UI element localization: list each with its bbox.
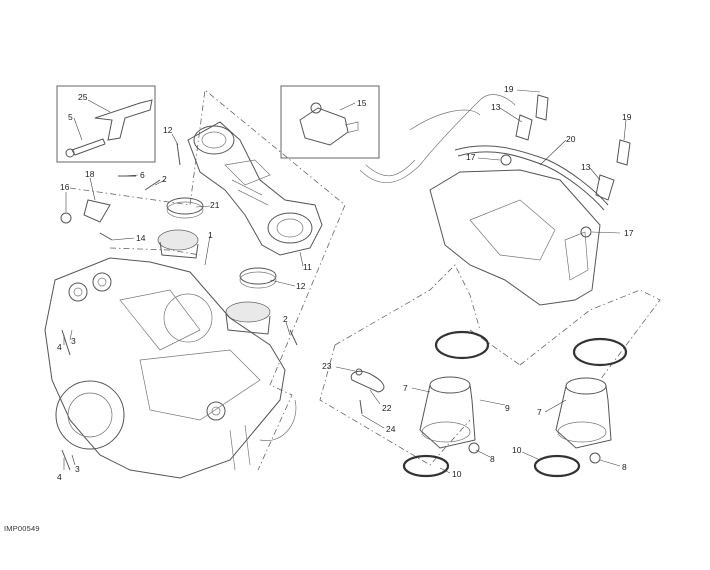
callout-13-right: 13: [581, 162, 591, 172]
callout-13-top: 13: [491, 102, 501, 112]
assembly-dashed-outline: [69, 89, 661, 471]
fasteners: [60, 142, 298, 471]
callout-14: 14: [136, 233, 146, 243]
callout-3-lower: 3: [75, 464, 80, 474]
breather-hoses: [359, 94, 609, 211]
callout-16: 16: [60, 182, 70, 192]
callout-10-right: 10: [512, 445, 522, 455]
airbox: [429, 169, 601, 306]
figure-code: IMP00549: [4, 524, 40, 533]
callout-4-lower: 4: [57, 472, 62, 482]
callout-12-top: 12: [163, 125, 173, 135]
callout-25: 25: [78, 92, 88, 102]
callout-1: 1: [208, 230, 213, 240]
callout-19-right: 19: [622, 112, 632, 122]
sensor-detail-box: [280, 85, 380, 159]
callout-22: 22: [382, 403, 392, 413]
intake-gaskets: [402, 330, 628, 478]
sensor-bracket: [350, 368, 385, 415]
callout-21: 21: [210, 200, 220, 210]
callout-5: 5: [68, 112, 73, 122]
callout-8-left: 8: [490, 454, 495, 464]
callout-20: 20: [566, 134, 576, 144]
throttle-body: [187, 121, 323, 256]
injectors: [500, 94, 631, 238]
callout-9: 9: [505, 403, 510, 413]
engine-block: [44, 257, 297, 479]
callout-24: 24: [386, 424, 396, 434]
callout-2-upper: 2: [162, 174, 167, 184]
callout-12-bottom: 12: [296, 281, 306, 291]
callout-23: 23: [322, 361, 332, 371]
hose-clamps: [166, 197, 277, 289]
callout-10-left: 10: [452, 469, 462, 479]
intake-manifolds: [157, 229, 271, 335]
callout-8-right: 8: [622, 462, 627, 472]
callout-3-upper: 3: [71, 336, 76, 346]
callout-17-top: 17: [466, 152, 476, 162]
bracket-detail-box: [56, 85, 156, 163]
callout-18: 18: [85, 169, 95, 179]
intake-trumpets: [419, 376, 612, 464]
callout-2-lower: 2: [283, 314, 288, 324]
callout-7-left: 7: [403, 383, 408, 393]
callout-7-right: 7: [537, 407, 542, 417]
callout-4-upper: 4: [57, 342, 62, 352]
leader-lines: [63, 89, 627, 474]
callout-11: 11: [303, 262, 312, 272]
callout-15: 15: [357, 98, 367, 108]
callout-19-top: 19: [504, 84, 514, 94]
callout-labels: 25 5 15 12 16 18 6 21 14 1 11 12 2 2 4 3…: [57, 84, 634, 482]
callout-6: 6: [140, 170, 145, 180]
callout-17-right: 17: [624, 228, 634, 238]
